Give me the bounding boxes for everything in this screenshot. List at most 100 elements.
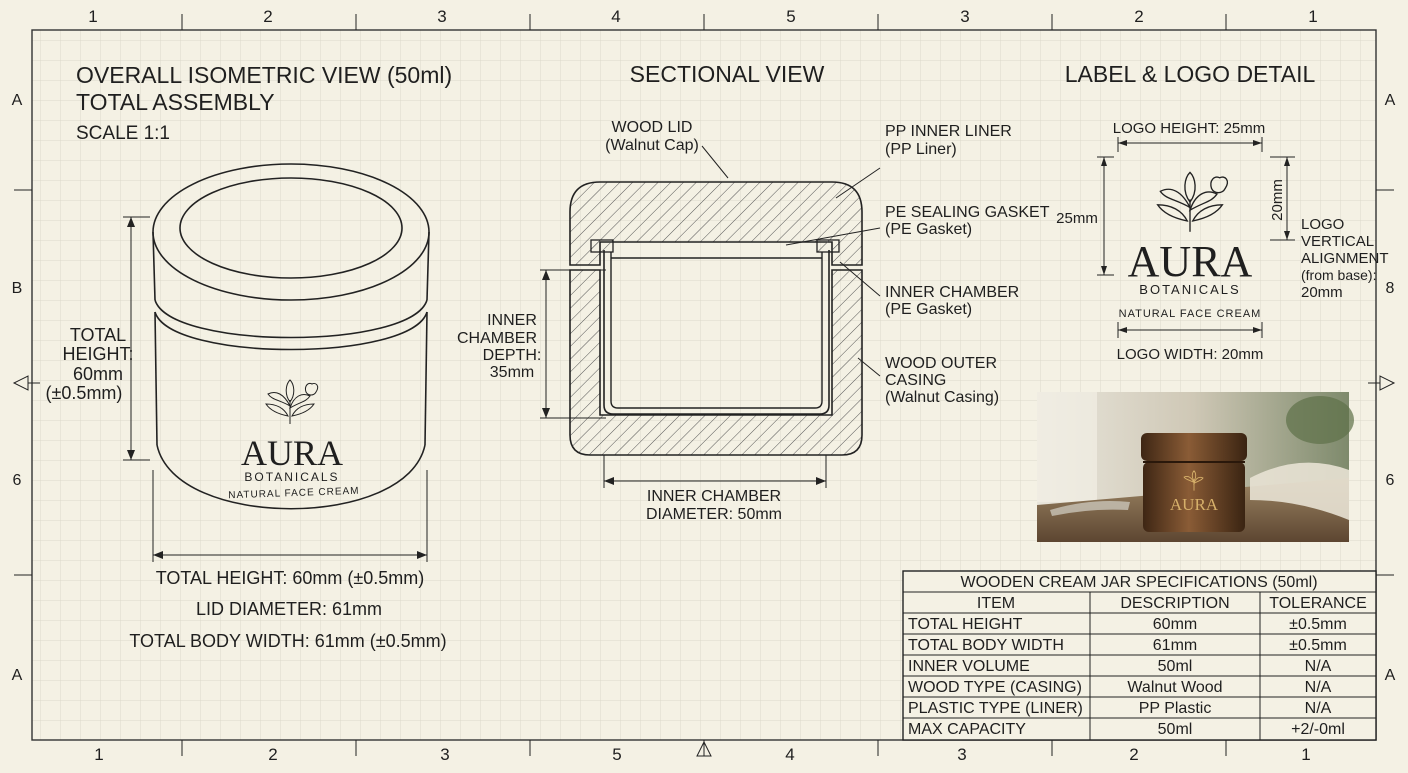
zone-label: 4 xyxy=(611,7,620,26)
table-body: TOTAL HEIGHT 60mm ±0.5mm TOTAL BODY WIDT… xyxy=(908,616,1347,738)
note-text: LOGO xyxy=(1301,216,1344,233)
depth-label: INNER CHAMBER DEPTH: 35mm xyxy=(457,312,541,381)
jar-brand-name: AURA xyxy=(241,433,343,473)
zone-label: A xyxy=(12,667,23,684)
cell-item: PLASTIC TYPE (LINER) xyxy=(908,700,1083,717)
iso-notes: TOTAL HEIGHT: 60mm (±0.5mm) LID DIAMETER… xyxy=(129,568,446,651)
detail-brand-sub: BOTANICALS xyxy=(1139,282,1240,297)
iso-scale: SCALE 1:1 xyxy=(76,123,170,144)
iso-title: OVERALL ISOMETRIC VIEW (50ml) xyxy=(76,62,452,88)
dim-text: DIAMETER: 50mm xyxy=(646,506,782,523)
cell-description: 50ml xyxy=(1158,658,1193,675)
logo-left-dim-text: 25mm xyxy=(1056,210,1098,227)
zone-label: 6 xyxy=(13,472,22,489)
zone-label: 8 xyxy=(1386,280,1395,297)
logo-height-label: LOGO HEIGHT: 25mm xyxy=(1113,120,1266,137)
table-row: TOTAL HEIGHT 60mm ±0.5mm xyxy=(908,616,1347,633)
note-text: 20mm xyxy=(1301,284,1343,301)
table-lines xyxy=(903,591,1376,740)
photo-logo-icon xyxy=(1183,470,1204,491)
zone-label: 3 xyxy=(957,745,966,764)
alignment-note: LOGO VERTICAL ALIGNMENT (from base): 20m… xyxy=(1301,216,1389,301)
cell-tolerance: N/A xyxy=(1305,700,1332,717)
height-dimension xyxy=(123,216,150,461)
cell-item: INNER VOLUME xyxy=(908,658,1030,675)
gasket-left xyxy=(590,239,614,253)
cell-tolerance: ±0.5mm xyxy=(1289,616,1347,633)
note-text: (from base): xyxy=(1301,267,1376,283)
logo-bottom-dimension xyxy=(1117,322,1263,338)
table-row: TOTAL BODY WIDTH 61mm ±0.5mm xyxy=(908,637,1347,654)
centering-marks xyxy=(12,375,1396,757)
callout-text: (PE Gasket) xyxy=(885,301,972,318)
dim-text: INNER xyxy=(487,312,537,329)
dim-text: HEIGHT: xyxy=(62,344,133,364)
zone-label: 2 xyxy=(1129,745,1138,764)
side-zone-labels: A B 6 A A 8 6 A xyxy=(12,92,1396,684)
zone-label: 1 xyxy=(1301,745,1310,764)
cell-description: 61mm xyxy=(1153,637,1197,654)
cell-item: WOOD TYPE (CASING) xyxy=(908,679,1082,696)
jar-product-name: NATURAL FACE CREAM xyxy=(228,486,360,502)
section-leaders xyxy=(701,145,881,377)
diameter-label: INNER CHAMBER DIAMETER: 50mm xyxy=(646,488,782,523)
detail-brand-name: AURA xyxy=(1128,237,1253,286)
header-item: ITEM xyxy=(977,595,1015,612)
zone-label: 6 xyxy=(1386,472,1395,489)
zone-label: 1 xyxy=(88,7,97,26)
label-gasket: PE SEALING GASKET (PE Gasket) xyxy=(885,204,1050,238)
dim-text: DEPTH: xyxy=(483,347,542,364)
wood-casing-section xyxy=(569,269,863,456)
callout-text: PE SEALING GASKET xyxy=(885,204,1050,221)
top-zone-labels: 1 2 3 4 5 3 2 1 xyxy=(88,7,1317,26)
diameter-dimension xyxy=(603,455,827,488)
table-row: PLASTIC TYPE (LINER) PP Plastic N/A xyxy=(908,700,1332,717)
cell-item: MAX CAPACITY xyxy=(908,721,1026,738)
cell-tolerance: N/A xyxy=(1305,679,1332,696)
note-total-height: TOTAL HEIGHT: 60mm (±0.5mm) xyxy=(156,568,425,588)
callout-text: PP INNER LINER xyxy=(885,123,1012,140)
depth-dimension xyxy=(540,269,606,419)
cell-description: PP Plastic xyxy=(1139,700,1212,717)
callout-text: INNER CHAMBER xyxy=(885,284,1019,301)
detail-product-name: NATURAL FACE CREAM xyxy=(1119,308,1262,320)
spec-table: WOODEN CREAM JAR SPECIFICATIONS (50ml) I… xyxy=(902,570,1377,741)
cell-tolerance: +2/-0ml xyxy=(1291,721,1345,738)
photo-brand-name: AURA xyxy=(1170,495,1219,514)
table-row: INNER VOLUME 50ml N/A xyxy=(908,658,1332,675)
zone-label: 3 xyxy=(437,7,446,26)
note-text: VERTICAL xyxy=(1301,233,1374,250)
cell-tolerance: ±0.5mm xyxy=(1289,637,1347,654)
callout-text: (Walnut Cap) xyxy=(605,137,699,154)
zone-label: 2 xyxy=(268,745,277,764)
lid-top-recess xyxy=(179,177,403,279)
callout-text: (PE Gasket) xyxy=(885,221,972,238)
table-title: WOODEN CREAM JAR SPECIFICATIONS (50ml) xyxy=(960,574,1317,591)
logo-left-dimension xyxy=(1097,156,1114,276)
zone-label: 4 xyxy=(785,745,794,764)
cell-item: TOTAL BODY WIDTH xyxy=(908,637,1064,654)
dim-text: 35mm xyxy=(490,364,534,381)
header-description: DESCRIPTION xyxy=(1120,595,1229,612)
dim-text: INNER CHAMBER xyxy=(647,488,781,505)
label-detail: LABEL & LOGO DETAIL LOGO HEIGHT: 25mm 25… xyxy=(1056,61,1388,363)
isometric-view: OVERALL ISOMETRIC VIEW (50ml) TOTAL ASSE… xyxy=(46,62,453,651)
label-wood-lid: WOOD LID (Walnut Cap) xyxy=(605,119,699,154)
jar-drawing: AURA BOTANICALS NATURAL FACE CREAM xyxy=(152,163,430,510)
logo-right-dim-text: 20mm xyxy=(1269,179,1286,221)
zone-label: 5 xyxy=(612,745,621,764)
callout-text: (PP Liner) xyxy=(885,141,957,158)
cell-description: 60mm xyxy=(1153,616,1197,633)
bottom-zone-labels: 1 2 3 5 4 3 2 1 xyxy=(94,745,1310,764)
dim-text: (±0.5mm) xyxy=(46,383,123,403)
zone-label: 2 xyxy=(1134,7,1143,26)
cell-description: 50ml xyxy=(1158,721,1193,738)
zone-label: A xyxy=(1385,92,1396,109)
zone-label: A xyxy=(1385,667,1396,684)
iso-subtitle: TOTAL ASSEMBLY xyxy=(76,89,275,115)
label-chamber: INNER CHAMBER (PE Gasket) xyxy=(885,284,1019,318)
jar-brand-sub: BOTANICALS xyxy=(244,470,339,484)
callout-text: CASING xyxy=(885,372,946,389)
callout-text: WOOD LID xyxy=(612,119,693,136)
pp-liner xyxy=(603,250,830,415)
